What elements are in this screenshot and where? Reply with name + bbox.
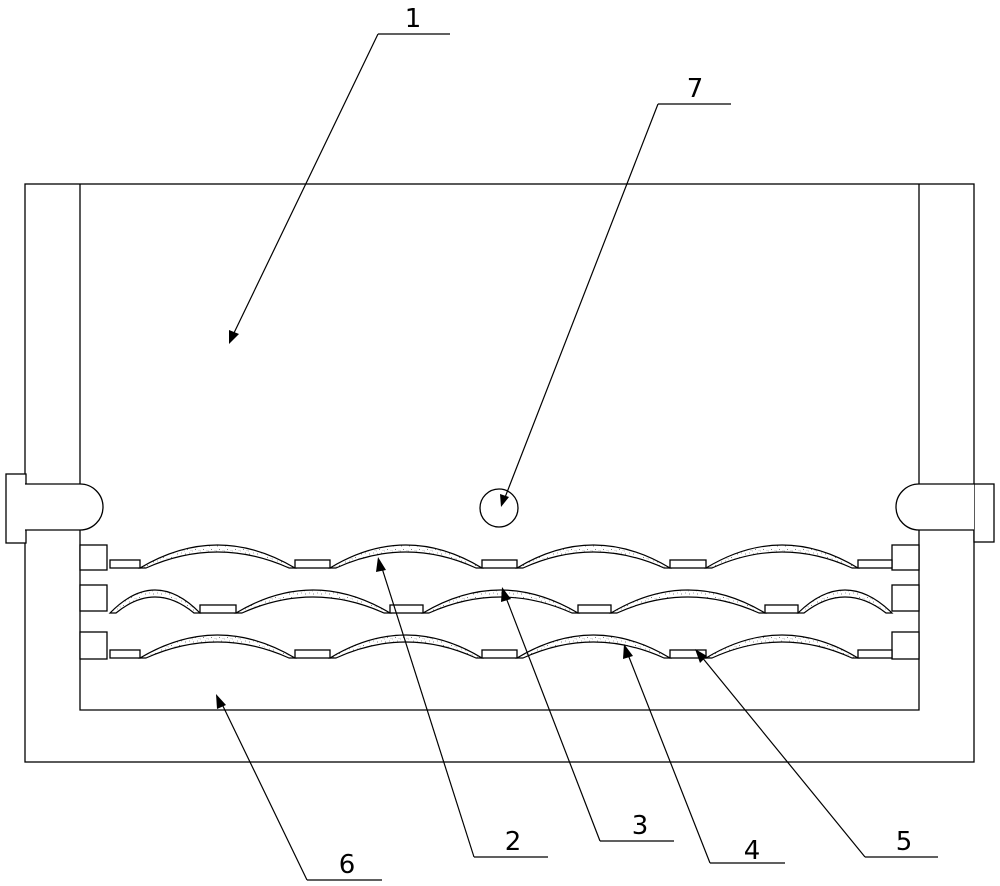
- layer-2-left-block: [79, 584, 108, 612]
- reference-numerals: 1 7 2 3 4 5 6: [339, 4, 913, 880]
- label-5: 5: [896, 827, 913, 857]
- right-mount-plate: [973, 483, 995, 543]
- layer-2-connector: [199, 604, 237, 614]
- outer-housing: [24, 183, 975, 763]
- leader-4: [626, 651, 711, 864]
- leader-3: [504, 594, 601, 842]
- layer-3-connector: [669, 649, 707, 659]
- layer-2-connector: [389, 604, 424, 614]
- layer-2-arc-segment: [796, 589, 894, 614]
- layer-3-arc-segment: [703, 634, 861, 659]
- layer-1-right-block: [891, 544, 920, 571]
- layer-1-left-block: [79, 544, 108, 571]
- layer-2-right-block: [891, 584, 920, 612]
- layer-3-connector: [109, 649, 141, 659]
- layer-1-arc-segment: [137, 544, 298, 569]
- leader-6: [220, 701, 308, 881]
- layer-1-connector: [481, 559, 518, 569]
- leader-7: [503, 103, 659, 501]
- layer-1-arc-segment: [514, 544, 673, 569]
- layer-3-arc-segment: [327, 634, 485, 659]
- layer-1-arc-segment: [703, 544, 861, 569]
- layer-2-arc-segment: [608, 589, 768, 614]
- layer-3-connector: [481, 649, 518, 659]
- housing-outline: [24, 183, 975, 763]
- leader-1: [232, 33, 379, 336]
- layer-1-connector: [294, 559, 331, 569]
- label-6: 6: [339, 850, 356, 880]
- arrowhead-5: [695, 649, 707, 663]
- label-4: 4: [744, 836, 761, 866]
- layer-2-arc-segment: [420, 589, 581, 614]
- label-3: 3: [632, 811, 649, 841]
- layer-2-arc-segment: [108, 589, 202, 614]
- leader-lines: [216, 33, 938, 881]
- circular-sensor-7: [479, 488, 519, 528]
- layer-3-connector: [294, 649, 331, 659]
- side-mounts: [5, 473, 995, 544]
- layer-1-connector: [669, 559, 707, 569]
- layer-3-connector: [857, 649, 893, 659]
- layer-2-connector: [577, 604, 612, 614]
- arrowhead-2: [376, 557, 386, 572]
- arrowhead-3: [501, 587, 511, 602]
- layer-3-arc-segment: [137, 634, 298, 659]
- layer-1-connector: [857, 559, 893, 569]
- leader-2: [380, 564, 475, 858]
- layer-2-connector: [764, 604, 799, 614]
- layer-1-connector: [109, 559, 141, 569]
- arrowhead-4: [623, 644, 633, 659]
- left-mount-plate: [5, 473, 27, 544]
- label-1: 1: [405, 4, 422, 34]
- right-semicircle-mount: [895, 483, 974, 531]
- leader-5: [700, 655, 866, 858]
- layer-3-right-block: [891, 631, 920, 660]
- arrowhead-7: [500, 494, 509, 507]
- layer-1-arc-segment: [327, 544, 485, 569]
- layer-3-left-block: [79, 631, 108, 660]
- arrowhead-1: [229, 330, 239, 344]
- layer-3-arc-segment: [514, 634, 673, 659]
- label-7: 7: [687, 74, 704, 104]
- wavy-layers: [79, 544, 920, 660]
- left-semicircle-mount: [25, 483, 104, 531]
- layer-2-arc-segment: [233, 589, 393, 614]
- housing-inner-wall: [79, 184, 920, 711]
- label-2: 2: [505, 827, 522, 857]
- arrowhead-6: [216, 694, 226, 709]
